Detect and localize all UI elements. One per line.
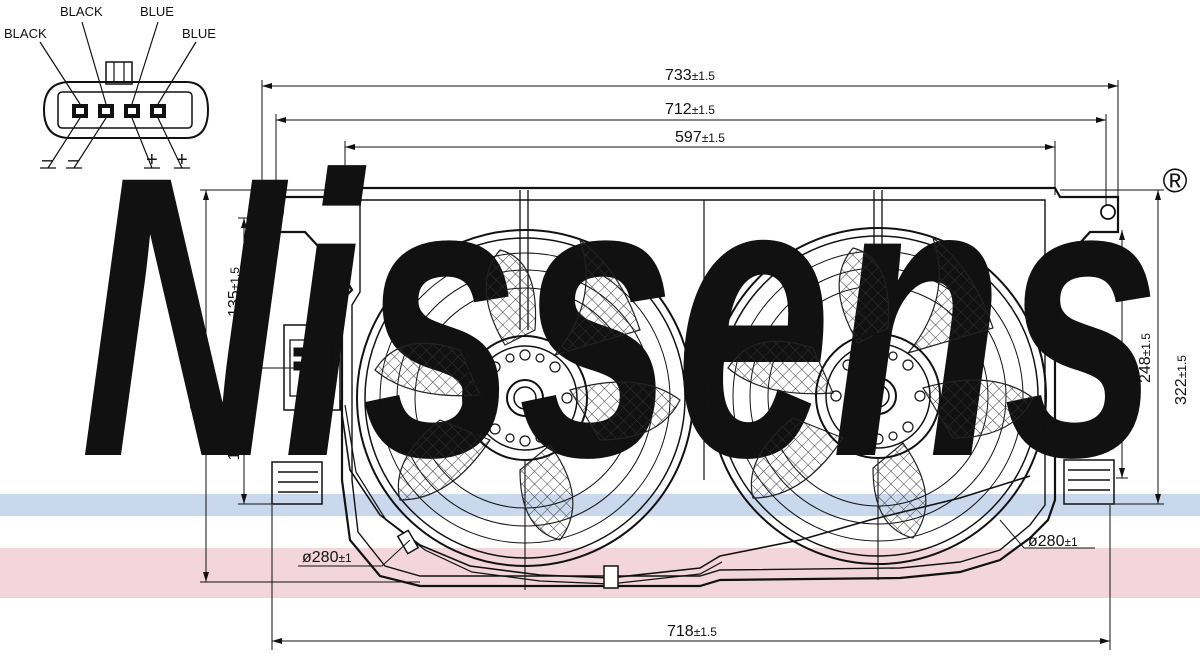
polarity-1: – (42, 149, 54, 171)
dim-upper-offset: 135 (226, 290, 243, 317)
wire-label-3: BLUE (140, 4, 174, 19)
dim-overall-height-tol: ±1.5 (190, 361, 204, 385)
svg-text:ø280±1: ø280±1 (1028, 533, 1078, 550)
svg-text:718±1.5: 718±1.5 (667, 623, 717, 640)
dim-overall-width: 733 (665, 67, 692, 84)
svg-text:ø280±1: ø280±1 (302, 549, 352, 566)
svg-text:114±1.5: 114±1.5 (226, 411, 243, 460)
fan-right (709, 227, 1047, 565)
trademark-symbol: ® (1162, 162, 1187, 200)
svg-text:597±1.5: 597±1.5 (675, 129, 725, 146)
dim-fan-right-diameter: ø280 (1028, 533, 1065, 550)
dimension-arrows (203, 83, 1161, 644)
dimension-labels: 733±1.5 712±1.5 597±1.5 718±1.5 336±1.5 … (188, 67, 1190, 640)
dim-overall-height: 336 (188, 384, 205, 411)
svg-text:733±1.5: 733±1.5 (665, 67, 715, 84)
dim-bottom-width: 718 (667, 623, 694, 640)
fan-right-blades (727, 236, 1034, 539)
polarity-3: + (146, 149, 158, 171)
wire-label-1: BLACK (4, 26, 47, 41)
fan-left (356, 229, 694, 567)
svg-text:248±1.5: 248±1.5 (1137, 333, 1154, 383)
dim-right-upper-height-tol: ±1.5 (1139, 333, 1153, 357)
wire-label-2: BLACK (60, 4, 103, 19)
wire-label-4: BLUE (182, 26, 216, 41)
dim-fan-right-diameter-tol: ±1 (1064, 535, 1078, 549)
connector-detail: BLACK BLACK BLUE BLUE – – + + (4, 4, 216, 171)
dimension-lines (200, 80, 1164, 650)
polarity-4: + (176, 149, 188, 171)
polarity-2: – (68, 149, 80, 171)
svg-text:135±1.5: 135±1.5 (226, 267, 243, 317)
dim-right-upper-height: 248 (1137, 356, 1154, 383)
dim-overall-width-tol: ±1.5 (692, 69, 716, 83)
dim-fan-left-diameter: ø280 (302, 549, 339, 566)
dim-upper-offset-tol: ±1.5 (228, 267, 242, 291)
dim-fan-left-diameter-tol: ±1 (338, 551, 352, 565)
svg-text:322±1.5: 322±1.5 (1173, 355, 1190, 405)
svg-text:712±1.5: 712±1.5 (665, 101, 715, 118)
connector-pins (72, 104, 166, 118)
dim-bottom-width-tol: ±1.5 (694, 625, 718, 639)
dim-mount-width: 712 (665, 101, 692, 118)
dim-shroud-width-tol: ±1.5 (702, 131, 726, 145)
svg-text:336±1.5: 336±1.5 (188, 361, 205, 411)
dim-right-height: 322 (1173, 378, 1190, 405)
dim-lower-offset-tol: ±1.5 (228, 411, 242, 435)
dim-shroud-width: 597 (675, 129, 702, 146)
dim-right-height-tol: ±1.5 (1175, 355, 1189, 379)
dim-mount-width-tol: ±1.5 (692, 103, 716, 117)
watermark-pink-band (0, 548, 1200, 598)
fan-left-blades (374, 238, 681, 541)
dim-lower-offset: 114 (226, 435, 243, 461)
